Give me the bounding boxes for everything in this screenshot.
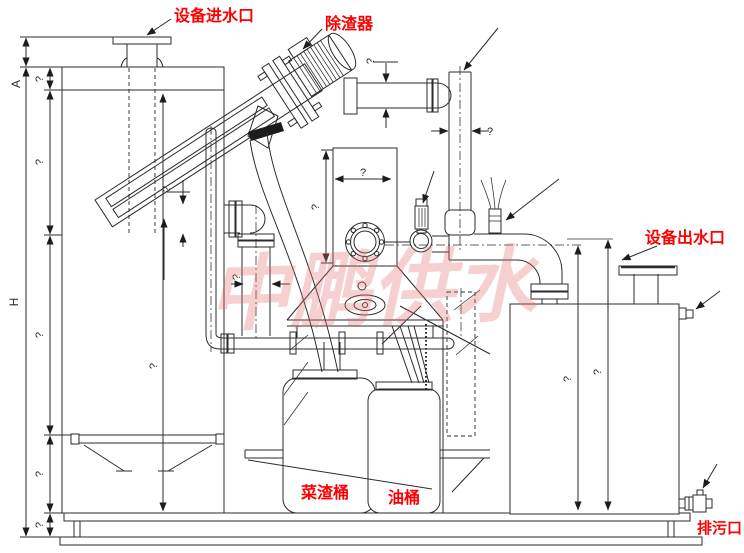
deslagger-motor (287, 32, 357, 98)
dim-q14: ? (592, 369, 604, 375)
drain-valve (678, 489, 713, 513)
inlet-leader-arrow (146, 18, 172, 36)
left-tank (61, 66, 225, 514)
leader-arrows (146, 18, 721, 489)
dim-A: A (9, 80, 23, 88)
fitting-leader-arrow (695, 290, 721, 310)
right-tank (509, 265, 713, 515)
watermark-text: 中鹏供水 (206, 239, 542, 342)
dim-q2: ? (34, 159, 46, 165)
sensor-leader-arrow (505, 178, 560, 221)
dimension-lines (20, 36, 612, 538)
outlet-flange (618, 265, 678, 304)
drip-tray-slants (247, 457, 485, 493)
collection-funnel (70, 433, 225, 472)
outlet-label: 设备出水口 (645, 228, 725, 247)
pump-body (286, 147, 444, 338)
dim-H: H (7, 298, 21, 307)
residue-bucket-label: 菜渣桶 (300, 483, 349, 502)
inlet-dashed-pipe (128, 68, 156, 235)
support-rail-clamps (289, 331, 384, 355)
support-structure (381, 288, 491, 513)
inner-standpipe (205, 126, 455, 354)
oil-bucket-label: 油桶 (388, 488, 420, 507)
pipe-coupling (385, 229, 449, 253)
outlet-elbow (385, 233, 613, 304)
outlet-leader-arrow (621, 245, 658, 261)
overflow-fitting (678, 307, 694, 320)
dim-q8: ? (365, 58, 377, 64)
dim-q13: ? (562, 376, 574, 382)
residue-bucket (282, 334, 376, 514)
dim-q1: ? (34, 76, 46, 82)
inlet-label: 设备进水口 (174, 6, 254, 25)
drain-label: 排污口 (697, 519, 742, 537)
dim-q7: ? (161, 186, 173, 192)
dim-q9: ? (487, 126, 493, 138)
dimension-labels: A H ? ? ? ? ? ? ? ? ? ? ? ? ? ? (7, 58, 604, 528)
valve-leader-arrow (422, 170, 435, 204)
dim-q6: ? (148, 363, 160, 369)
top-horizontal-pipe (343, 77, 452, 115)
vent-valve (414, 198, 429, 234)
callout-labels: 设备进水口 除渣器 设备出水口 菜渣桶 油桶 排污口 (174, 6, 742, 537)
discharge-hose (249, 132, 339, 373)
deslagger-label: 除渣器 (325, 14, 374, 33)
level-sensor (480, 176, 507, 234)
deslagger-flange-plates (257, 55, 323, 129)
drain-leader-arrow (702, 463, 718, 489)
dim-q11: ? (310, 204, 322, 210)
inlet-flange (112, 36, 172, 68)
deslagger-leader-arrow (302, 28, 323, 50)
dim-q3: ? (34, 332, 46, 338)
strainer-screen (94, 32, 357, 228)
riser-pipe (444, 66, 476, 250)
dim-q10: ? (360, 167, 366, 179)
dim-q5: ? (34, 522, 46, 528)
dim-q4: ? (34, 471, 46, 477)
discharge-chute (247, 105, 284, 149)
dim-q12: ? (231, 274, 243, 280)
riser-leader-arrow (463, 27, 499, 71)
inspection-flange (345, 222, 385, 262)
side-outlet-pipe (224, 200, 275, 340)
base-frame (59, 512, 703, 546)
